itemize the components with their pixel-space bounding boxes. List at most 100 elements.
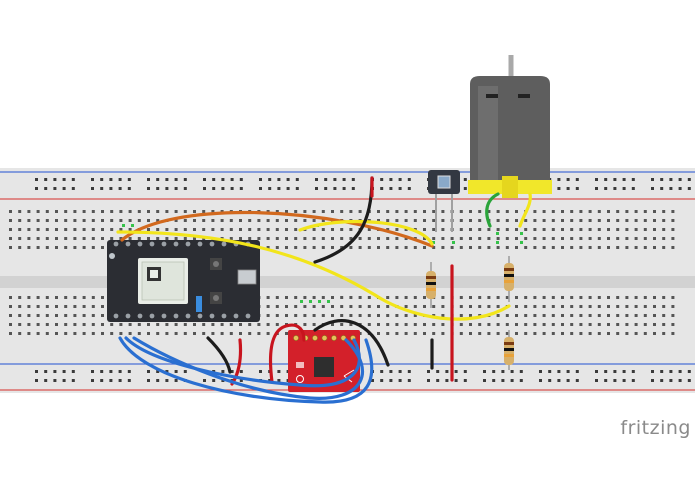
breadboard-hole bbox=[597, 228, 601, 231]
breadboard-hole bbox=[36, 323, 40, 326]
breadboard-hole bbox=[285, 246, 288, 249]
breadboard-hole bbox=[533, 210, 537, 213]
breadboard-hole bbox=[73, 210, 77, 213]
breadboard-hole bbox=[524, 228, 528, 231]
breadboard-hole bbox=[597, 323, 601, 326]
breadboard-hole bbox=[377, 219, 380, 222]
breadboard-hole bbox=[651, 187, 654, 190]
breadboard-hole bbox=[312, 296, 316, 299]
breadboard-hole bbox=[82, 305, 86, 308]
breadboard-hole bbox=[398, 178, 402, 181]
breadboard-hole bbox=[91, 379, 94, 382]
breadboard-hole bbox=[44, 187, 48, 190]
breadboard-hole bbox=[505, 210, 509, 213]
breadboard-hole bbox=[616, 246, 620, 249]
breadboard-hole bbox=[285, 314, 288, 317]
breadboard-hole bbox=[109, 187, 113, 190]
breadboard-hole bbox=[579, 314, 583, 317]
breadboard-hole bbox=[671, 323, 675, 326]
breadboard-hole bbox=[9, 219, 12, 222]
breadboard-hole bbox=[634, 246, 638, 249]
breadboard-hole bbox=[643, 219, 647, 222]
breadboard-hole bbox=[239, 187, 243, 190]
breadboard-hole bbox=[548, 379, 552, 382]
breadboard-hole bbox=[432, 228, 436, 231]
breadboard-hole bbox=[127, 379, 131, 382]
breadboard-hole bbox=[73, 228, 77, 231]
breadboard-hole bbox=[131, 224, 134, 227]
breadboard-hole bbox=[275, 246, 279, 249]
breadboard-hole bbox=[55, 219, 58, 222]
breadboard-hole bbox=[595, 178, 598, 181]
breadboard-hole bbox=[404, 323, 408, 326]
breadboard-hole bbox=[211, 210, 215, 213]
breadboard-hole bbox=[351, 187, 355, 190]
breadboard-hole bbox=[533, 237, 537, 240]
breadboard-hole bbox=[478, 305, 482, 308]
breadboard-hole bbox=[386, 237, 390, 240]
breadboard-hole bbox=[515, 246, 518, 249]
breadboard-hole bbox=[634, 296, 638, 299]
breadboard-hole bbox=[469, 210, 472, 213]
breadboard-hole bbox=[73, 296, 77, 299]
breadboard-hole bbox=[469, 305, 472, 308]
breadboard-hole bbox=[671, 305, 675, 308]
breadboard-hole bbox=[303, 296, 307, 299]
breadboard-hole bbox=[441, 228, 445, 231]
breadboard-hole bbox=[533, 314, 537, 317]
breadboard-hole bbox=[671, 332, 675, 335]
breadboard-hole bbox=[651, 370, 654, 373]
breadboard-hole bbox=[662, 210, 666, 213]
breadboard-hole bbox=[36, 228, 40, 231]
breadboard-hole bbox=[27, 228, 31, 231]
breadboard-hole bbox=[349, 210, 353, 213]
breadboard-hole bbox=[588, 332, 592, 335]
breadboard-hole bbox=[367, 228, 371, 231]
breadboard-hole bbox=[193, 219, 196, 222]
wire-blue-2 bbox=[118, 336, 374, 404]
breadboard-hole bbox=[588, 296, 592, 299]
imu-component bbox=[296, 362, 304, 368]
breadboard-hole bbox=[561, 296, 564, 299]
breadboard-hole bbox=[469, 314, 472, 317]
breadboard-hole bbox=[64, 228, 68, 231]
breadboard-hole bbox=[62, 187, 66, 190]
breadboard-hole bbox=[303, 305, 307, 308]
breadboard-hole bbox=[660, 370, 664, 373]
breadboard-hole bbox=[432, 237, 436, 240]
breadboard-hole bbox=[82, 237, 86, 240]
breadboard-hole bbox=[321, 314, 325, 317]
breadboard-hole bbox=[165, 332, 169, 335]
breadboard-hole bbox=[463, 379, 467, 382]
breadboard-hole bbox=[203, 187, 206, 190]
breadboard-hole bbox=[118, 370, 122, 373]
breadboard-hole bbox=[377, 237, 380, 240]
breadboard-hole bbox=[386, 246, 390, 249]
breadboard-hole bbox=[71, 379, 75, 382]
breadboard-hole bbox=[358, 305, 362, 308]
microcontroller-pin bbox=[185, 313, 191, 319]
wire-yellow-2 bbox=[298, 219, 434, 246]
breadboard-hole bbox=[519, 370, 523, 373]
breadboard-hole bbox=[45, 219, 49, 222]
breadboard-hole bbox=[259, 370, 262, 373]
breadboard-hole bbox=[174, 323, 178, 326]
breadboard-hole bbox=[358, 314, 362, 317]
usb-connector-icon bbox=[109, 253, 115, 259]
breadboard-hole bbox=[643, 296, 647, 299]
breadboard-hole bbox=[570, 323, 574, 326]
breadboard-hole bbox=[377, 210, 380, 213]
breadboard-hole bbox=[266, 228, 270, 231]
breadboard-hole bbox=[616, 296, 620, 299]
breadboard-hole bbox=[174, 332, 178, 335]
breadboard-hole bbox=[398, 379, 402, 382]
breadboard-hole bbox=[229, 332, 233, 335]
breadboard-hole bbox=[119, 332, 123, 335]
breadboard-hole bbox=[128, 228, 132, 231]
wires bbox=[116, 176, 532, 404]
breadboard-hole bbox=[671, 219, 675, 222]
breadboard-hole bbox=[616, 305, 620, 308]
breakout-pin bbox=[331, 335, 337, 341]
breadboard-hole bbox=[413, 305, 417, 308]
breadboard-hole bbox=[27, 314, 31, 317]
